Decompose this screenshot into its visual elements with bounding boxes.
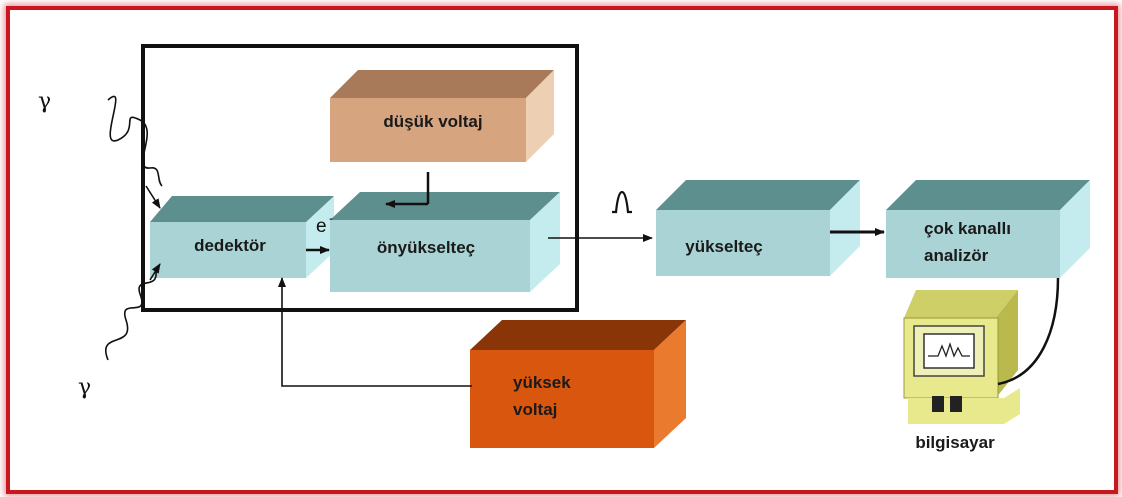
low-voltage-block: düşük voltaj	[330, 70, 554, 162]
gamma-ray-bottom-arrow	[149, 263, 161, 281]
low-voltage-label: düşük voltaj	[383, 112, 482, 131]
electron-symbol: e	[316, 216, 327, 237]
mca-label-line1: çok kanallı	[924, 219, 1011, 238]
gamma-symbol-bottom: γ	[78, 375, 91, 400]
high-voltage-block: yüksek voltaj	[470, 320, 686, 448]
mca-label-line2: analizör	[924, 246, 989, 265]
computer-label: bilgisayar	[915, 433, 995, 452]
monitor-screen	[923, 333, 975, 369]
gamma-ray-top-wave	[107, 95, 163, 187]
preamplifier-label: önyükselteç	[377, 238, 475, 257]
preamplifier-block: önyükselteç	[330, 192, 560, 292]
gamma-ray-bottom-wave	[105, 271, 157, 361]
computer-icon: bilgisayar	[903, 290, 1020, 452]
gamma-ray-top-arrow	[145, 185, 161, 209]
pulse-symbol	[612, 190, 632, 214]
electron-charge: -	[329, 211, 333, 225]
amplifier-label: yükselteç	[685, 237, 763, 256]
detector-enclosure	[141, 44, 579, 312]
computer-cable	[997, 277, 1060, 386]
high-voltage-feed-arrow	[278, 277, 472, 387]
mca-block: çok kanallı analizör	[886, 180, 1090, 278]
low-voltage-feed-arrow	[385, 172, 430, 208]
detector-block: dedektör	[150, 196, 334, 278]
gamma-symbol-top: γ	[38, 89, 51, 114]
high-voltage-label-line2: voltaj	[513, 400, 557, 419]
detector-label: dedektör	[194, 236, 266, 255]
amplifier-block: yükselteç	[656, 180, 860, 276]
high-voltage-label-line1: yüksek	[513, 373, 571, 392]
